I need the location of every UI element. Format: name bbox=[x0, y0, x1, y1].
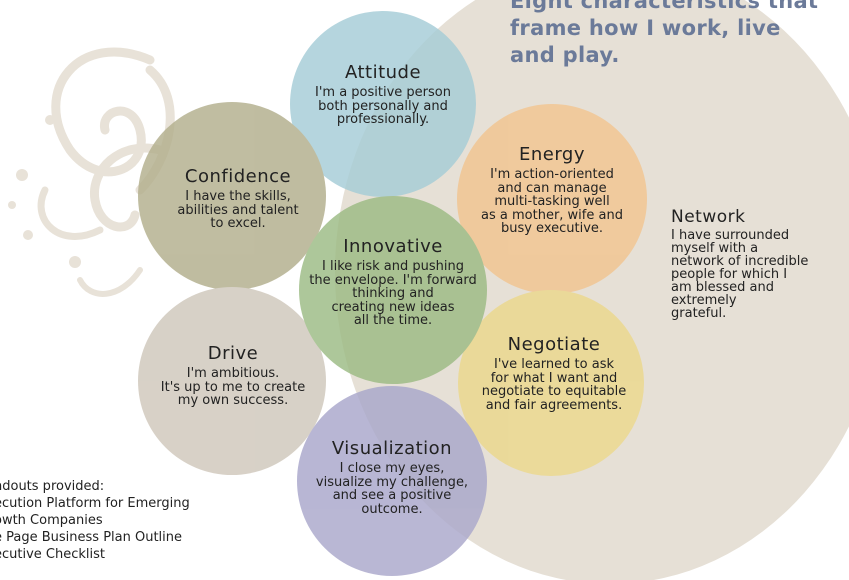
handouts-list: ndouts provided: ecution Platform for Em… bbox=[0, 479, 284, 563]
circle-innovative bbox=[299, 196, 487, 384]
diagram-heading: Eight characteristics that frame how I w… bbox=[510, 0, 830, 69]
drive-line-2: It's up to me to create bbox=[160, 379, 306, 395]
network-line-3: network of incredible bbox=[671, 254, 809, 269]
innovative-line-1: I like risk and pushing bbox=[322, 258, 464, 274]
drive-line-3: my own success. bbox=[177, 393, 289, 409]
innovative-line-3: thinking and bbox=[352, 286, 434, 302]
energy-block: Energy I'm action-oriented and can manag… bbox=[462, 144, 642, 237]
confidence-block: Confidence I have the skills, abilities … bbox=[148, 166, 328, 232]
network-line-2: myself with a bbox=[671, 241, 759, 256]
visualization-block: Visualization I close my eyes, visualize… bbox=[297, 438, 487, 517]
visualization-line-1: I close my eyes, bbox=[339, 460, 445, 476]
confidence-line-3: to excel. bbox=[210, 216, 266, 232]
network-line-5: am blessed and bbox=[671, 280, 775, 295]
swirl-dots bbox=[8, 115, 81, 268]
attitude-block: Attitude I'm a positive person both pers… bbox=[293, 62, 473, 128]
network-line-1: I have surrounded bbox=[671, 228, 790, 243]
circle-negotiate bbox=[458, 290, 644, 476]
network-line-6: extremely bbox=[671, 293, 737, 308]
energy-line-5: busy executive. bbox=[500, 221, 604, 237]
confidence-title: Confidence bbox=[184, 166, 292, 187]
drive-line-1: I'm ambitious. bbox=[186, 365, 280, 381]
energy-line-2: and can manage bbox=[497, 180, 607, 196]
handouts-line-2: ecution Platform for Emerging bbox=[0, 495, 190, 511]
handouts-line-4: e Page Business Plan Outline bbox=[0, 529, 183, 545]
visualization-title: Visualization bbox=[331, 438, 453, 459]
energy-title: Energy bbox=[518, 144, 586, 165]
network-title: Network bbox=[671, 207, 746, 227]
heading-line-1: Eight characteristics that bbox=[510, 0, 819, 13]
innovative-block: Innovative I like risk and pushing the e… bbox=[293, 236, 493, 329]
visualization-line-4: outcome. bbox=[361, 501, 423, 517]
circle-energy bbox=[457, 104, 647, 294]
handouts-line-5: ecutive Checklist bbox=[0, 546, 106, 562]
handouts-line-3: owth Companies bbox=[0, 512, 103, 528]
negotiate-line-2: for what I want and bbox=[490, 370, 618, 386]
negotiate-block: Negotiate I've learned to ask for what I… bbox=[459, 334, 649, 413]
circle-attitude bbox=[290, 11, 476, 197]
network-line-7: grateful. bbox=[671, 306, 727, 321]
energy-line-3: multi-tasking well bbox=[494, 194, 610, 210]
circle-drive bbox=[138, 287, 326, 475]
negotiate-line-3: negotiate to equitable bbox=[481, 384, 627, 400]
negotiate-line-4: and fair agreements. bbox=[485, 397, 623, 413]
attitude-line-2: both personally and bbox=[318, 98, 448, 114]
handouts-line-1: ndouts provided: bbox=[0, 479, 105, 494]
network-block: Network I have surrounded myself with a … bbox=[671, 207, 831, 321]
attitude-line-3: professionally. bbox=[336, 112, 430, 128]
confidence-line-2: abilities and talent bbox=[177, 202, 299, 218]
drive-title: Drive bbox=[207, 343, 259, 364]
visualization-line-3: and see a positive bbox=[332, 488, 452, 504]
innovative-line-5: all the time. bbox=[353, 313, 433, 329]
attitude-title: Attitude bbox=[344, 62, 422, 83]
circle-confidence bbox=[138, 102, 326, 290]
visualization-line-2: visualize my challenge, bbox=[315, 474, 469, 490]
negotiate-line-1: I've learned to ask bbox=[494, 356, 614, 372]
attitude-line-1: I'm a positive person bbox=[315, 84, 451, 100]
innovative-line-4: creating new ideas bbox=[331, 299, 455, 315]
energy-line-1: I'm action-oriented bbox=[490, 166, 614, 182]
innovative-line-2: the envelope. I'm forward bbox=[309, 272, 477, 288]
heading-line-2: frame how I work, live bbox=[510, 15, 781, 40]
circle-visualization bbox=[297, 386, 487, 576]
heading-line-3: and play. bbox=[510, 42, 620, 67]
network-line-4: people for which I bbox=[671, 267, 788, 282]
innovative-title: Innovative bbox=[343, 236, 443, 257]
drive-block: Drive I'm ambitious. It's up to me to cr… bbox=[138, 343, 328, 409]
energy-line-4: as a mother, wife and bbox=[481, 207, 623, 223]
confidence-line-1: I have the skills, bbox=[185, 188, 291, 204]
negotiate-title: Negotiate bbox=[507, 334, 601, 355]
